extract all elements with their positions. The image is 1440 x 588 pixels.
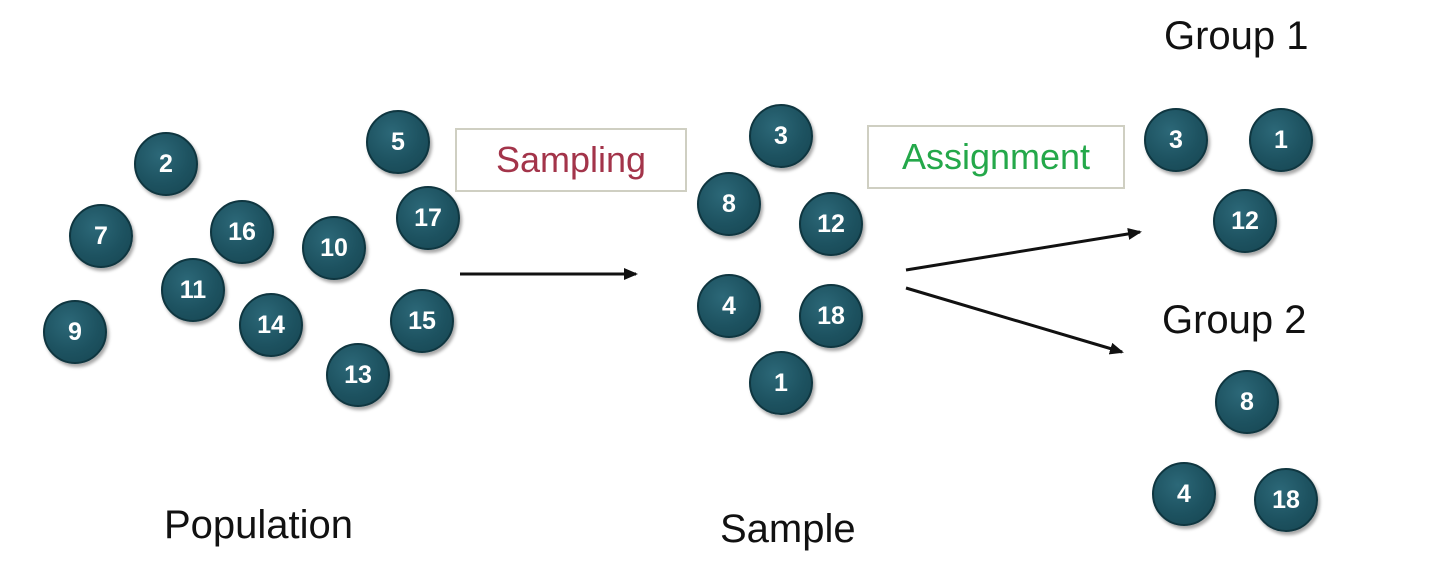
sample-member-4: 4 bbox=[697, 274, 761, 338]
population-member-16: 16 bbox=[210, 200, 274, 264]
population-member-11: 11 bbox=[161, 258, 225, 322]
group2-member-18: 18 bbox=[1254, 468, 1318, 532]
group1-member-1: 1 bbox=[1249, 108, 1313, 172]
assignment-label: Assignment bbox=[901, 136, 1091, 177]
population-member-7: 7 bbox=[69, 204, 133, 268]
population-member-17: 17 bbox=[396, 186, 460, 250]
sampling-label-box: Sampling bbox=[455, 128, 687, 192]
group1-member-3: 3 bbox=[1144, 108, 1208, 172]
sampling-label: Sampling bbox=[495, 139, 647, 180]
group2-heading: Group 2 bbox=[1162, 298, 1307, 342]
assignment-arrow-group2 bbox=[905, 286, 1124, 355]
sample-member-18: 18 bbox=[799, 284, 863, 348]
population-member-14: 14 bbox=[239, 293, 303, 357]
sample-caption: Sample bbox=[720, 507, 856, 551]
assignment-arrow-group1 bbox=[905, 228, 1142, 272]
population-member-10: 10 bbox=[302, 216, 366, 280]
population-caption: Population bbox=[164, 503, 354, 547]
population-member-5: 5 bbox=[366, 110, 430, 174]
group1-heading: Group 1 bbox=[1164, 14, 1309, 58]
population-member-2: 2 bbox=[134, 132, 198, 196]
population-member-9: 9 bbox=[43, 300, 107, 364]
group2-member-8: 8 bbox=[1215, 370, 1279, 434]
group1-member-12: 12 bbox=[1213, 189, 1277, 253]
population-member-13: 13 bbox=[326, 343, 390, 407]
sample-member-8: 8 bbox=[697, 172, 761, 236]
population-member-15: 15 bbox=[390, 289, 454, 353]
sample-member-1: 1 bbox=[749, 351, 813, 415]
assignment-label-box: Assignment bbox=[867, 125, 1125, 189]
sample-member-3: 3 bbox=[749, 104, 813, 168]
group2-member-4: 4 bbox=[1152, 462, 1216, 526]
sample-member-12: 12 bbox=[799, 192, 863, 256]
